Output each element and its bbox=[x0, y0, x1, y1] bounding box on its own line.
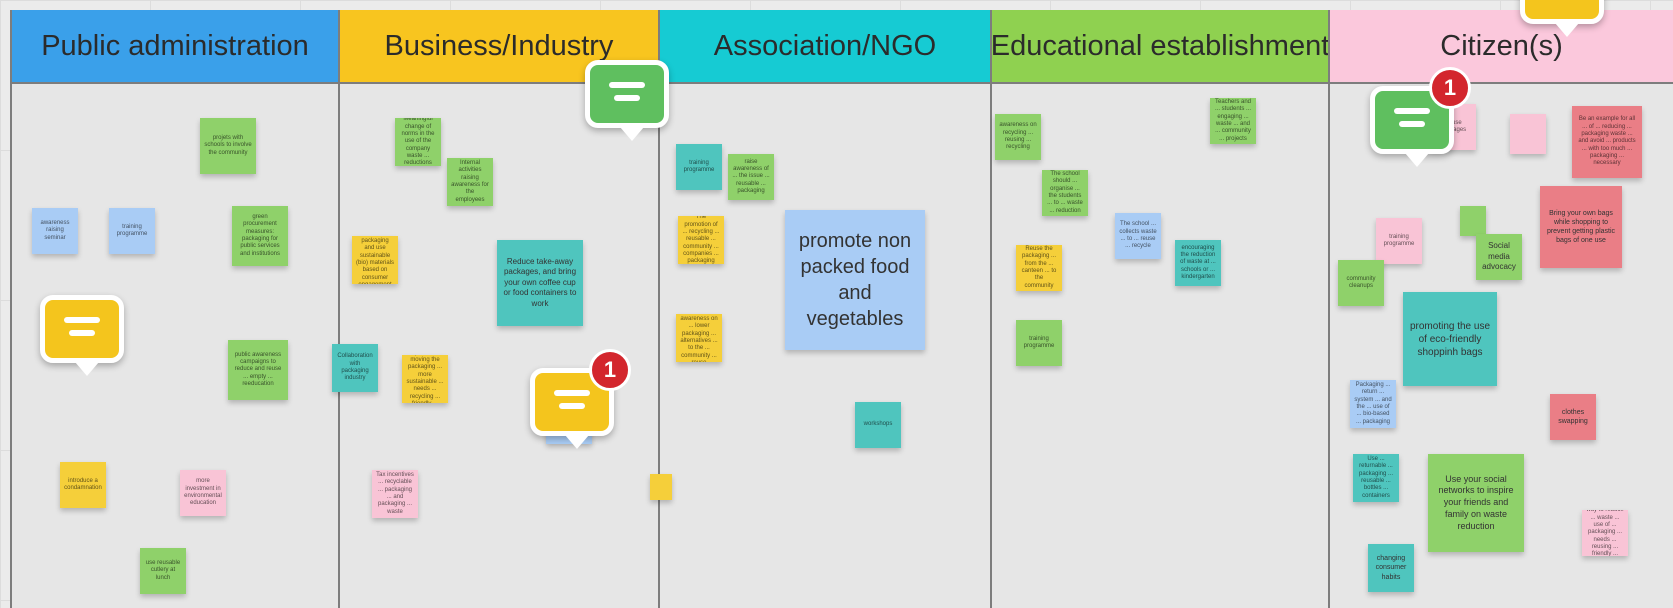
sticky-note[interactable]: public awareness campaigns to reduce and… bbox=[228, 340, 288, 400]
sticky-note[interactable]: Use your social networks to inspire your… bbox=[1428, 454, 1524, 552]
sticky-note[interactable]: awareness raising seminar bbox=[32, 208, 78, 254]
lane-educational-establishment: Educational establishment bbox=[992, 10, 1330, 608]
sticky-note[interactable]: Tax incentives ... recyclable ... packag… bbox=[372, 470, 418, 518]
sticky-note[interactable]: training programme bbox=[109, 208, 155, 254]
sticky-note[interactable]: awareness on recycling ... reusing ... r… bbox=[995, 114, 1041, 160]
sticky-note[interactable]: Packaging ... return ... system ... and … bbox=[1350, 380, 1396, 428]
lane-public-administration: Public administration bbox=[10, 10, 340, 608]
sticky-note[interactable]: Progressive path for moving the packagin… bbox=[402, 355, 448, 403]
sticky-note[interactable]: changing consumer habits bbox=[1368, 544, 1414, 592]
comment-icon[interactable] bbox=[40, 295, 124, 376]
whiteboard-board: Public administration Business/Industry … bbox=[10, 0, 1673, 608]
sticky-note[interactable]: Reuse the packaging ... from the ... can… bbox=[1016, 245, 1062, 291]
sticky-note[interactable]: training programme bbox=[676, 144, 722, 190]
lane-header-educational-establishment[interactable]: Educational establishment bbox=[992, 10, 1328, 84]
sticky-note[interactable]: training programme bbox=[1016, 320, 1062, 366]
sticky-note[interactable]: Bring your own bags while shopping to pr… bbox=[1540, 186, 1622, 268]
sticky-note[interactable]: workshops bbox=[855, 402, 901, 448]
sticky-note[interactable]: Collaboration with packaging industry bbox=[332, 344, 378, 392]
comment-icon[interactable]: 1 bbox=[1370, 67, 1471, 167]
comment-count-badge: 1 bbox=[589, 349, 631, 391]
sticky-note[interactable]: The promotion of ... recycling ... reusa… bbox=[678, 216, 724, 264]
sticky-note[interactable] bbox=[1510, 114, 1546, 154]
sticky-note[interactable]: There is a way to reduce ... waste ... u… bbox=[1582, 510, 1628, 556]
sticky-note[interactable]: Use ... returnable ... packaging ... reu… bbox=[1353, 454, 1399, 502]
sticky-note[interactable]: community cleanups bbox=[1338, 260, 1384, 306]
sticky-note[interactable]: Be an example for all ... of ... reducin… bbox=[1572, 106, 1642, 178]
sticky-note[interactable]: Teachers and ... students ... engaging .… bbox=[1210, 98, 1256, 144]
sticky-note[interactable]: more investment in environmental educati… bbox=[180, 470, 226, 516]
comment-icon[interactable] bbox=[585, 60, 669, 141]
sticky-note[interactable]: introduce a condamnation bbox=[60, 462, 106, 508]
sticky-note[interactable] bbox=[1460, 206, 1486, 236]
sticky-note[interactable]: Social media advocacy bbox=[1476, 234, 1522, 280]
sticky-note[interactable]: raise awareness of ... the issue ... reu… bbox=[728, 154, 774, 200]
sticky-note[interactable]: training programme bbox=[1376, 218, 1422, 264]
sticky-note[interactable]: clothes swapping bbox=[1550, 394, 1596, 440]
sticky-note[interactable]: The school ... collects waste ... to ...… bbox=[1115, 213, 1161, 259]
comment-lines bbox=[1544, 0, 1580, 4]
lane-association-ngo: Association/NGO bbox=[660, 10, 992, 608]
sticky-note[interactable]: use reusable cutlery at lunch bbox=[140, 548, 186, 594]
sticky-note[interactable]: encouraging the reduction of waste at ..… bbox=[1175, 240, 1221, 286]
comment-lines bbox=[1394, 108, 1430, 134]
comment-count-badge: 1 bbox=[1429, 67, 1471, 109]
lane-header-public-administration[interactable]: Public administration bbox=[12, 10, 338, 84]
sticky-note[interactable]: projets with schools to involve the comm… bbox=[200, 118, 256, 174]
comment-icon[interactable]: 1 bbox=[530, 349, 631, 449]
comment-lines bbox=[554, 390, 590, 416]
comment-icon[interactable] bbox=[1520, 0, 1604, 37]
sticky-note[interactable]: promoting the use of eco-friendly shoppi… bbox=[1403, 292, 1497, 386]
sticky-note[interactable]: Reduce take-away packages, and bring you… bbox=[497, 240, 583, 326]
lane-header-citizens[interactable]: Citizen(s) bbox=[1330, 10, 1673, 84]
sticky-note[interactable]: Raise awareness on ... lower packaging .… bbox=[676, 314, 722, 362]
comment-lines bbox=[609, 82, 645, 108]
comment-lines bbox=[64, 317, 100, 343]
lane-citizens: Citizen(s) bbox=[1330, 10, 1673, 608]
sticky-note[interactable]: Companies to limit packaging and use sus… bbox=[352, 236, 398, 284]
sticky-note[interactable] bbox=[650, 474, 672, 500]
sticky-note[interactable]: green procurement measures: packaging fo… bbox=[232, 206, 288, 266]
sticky-note[interactable]: promote non packed food and vegetables bbox=[785, 210, 925, 350]
sticky-note[interactable]: The school should ... organise ... the s… bbox=[1042, 170, 1088, 216]
lane-header-association-ngo[interactable]: Association/NGO bbox=[660, 10, 990, 84]
sticky-note[interactable]: Meaningful change of norms in the use of… bbox=[395, 118, 441, 166]
sticky-note[interactable]: Internal activities raising awareness fo… bbox=[447, 158, 493, 206]
